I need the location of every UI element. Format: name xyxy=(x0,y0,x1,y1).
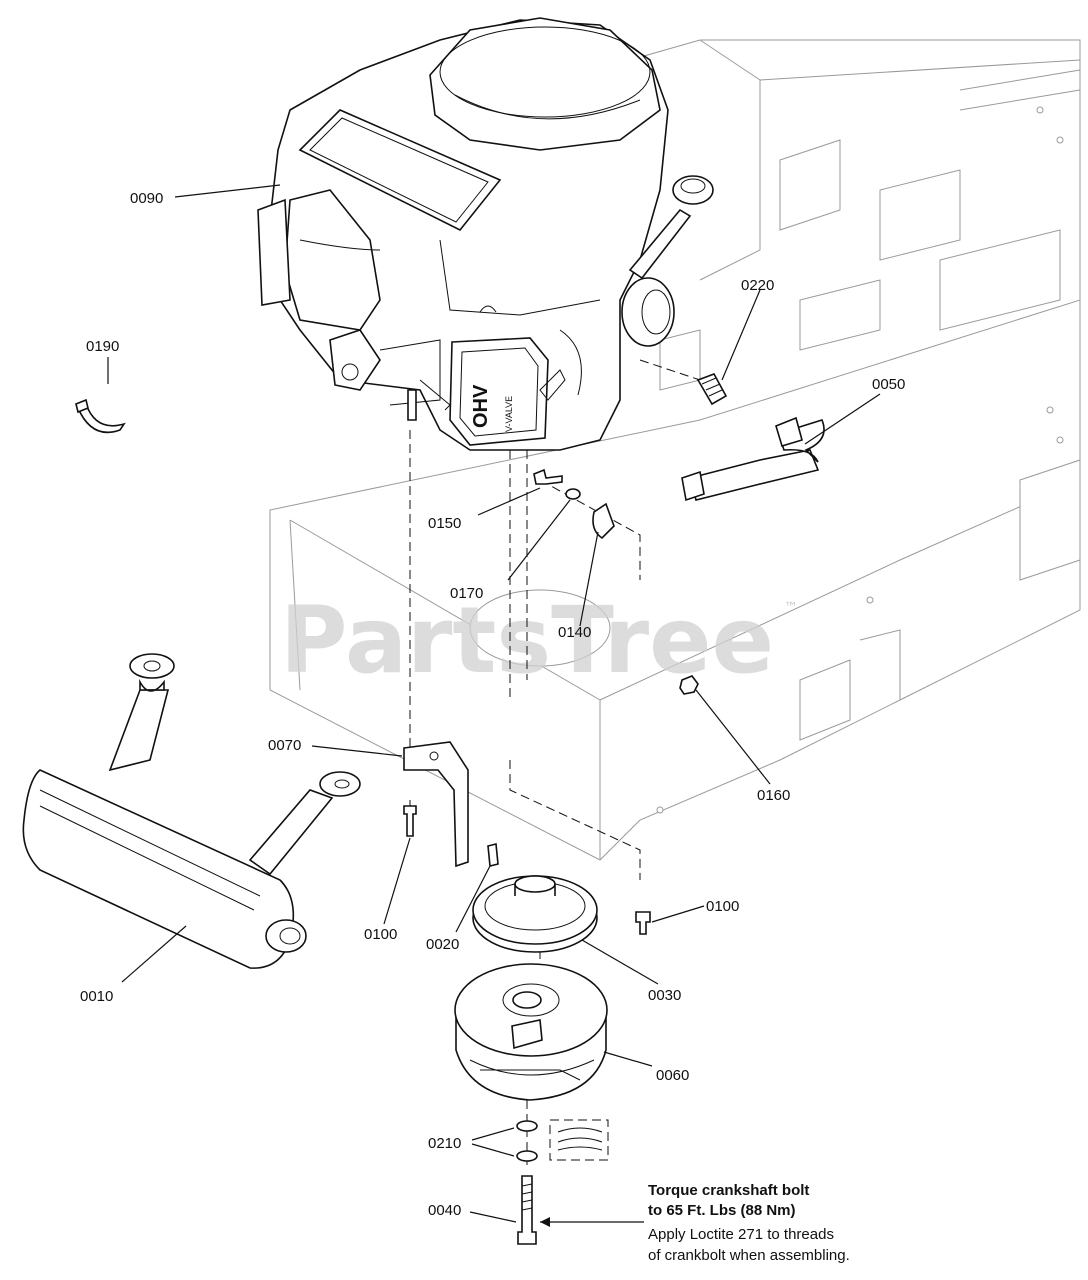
note-line-3: Apply Loctite 271 to threads xyxy=(648,1226,834,1243)
washer-part-0210 xyxy=(516,1119,609,1162)
label-0100-right[interactable]: 0100 xyxy=(706,898,739,915)
fitting-part-0220 xyxy=(696,373,728,406)
bolt-part-0100-right xyxy=(635,911,651,935)
torque-note: Torque crankshaft bolt to 65 Ft. Lbs (88… xyxy=(648,1182,850,1264)
label-0050[interactable]: 0050 xyxy=(872,376,905,393)
clamp-part-0140 xyxy=(592,502,615,540)
washer-part-0170 xyxy=(565,488,581,500)
label-0160[interactable]: 0160 xyxy=(757,787,790,804)
label-0100-left[interactable]: 0100 xyxy=(364,926,397,943)
note-line-2: to 65 Ft. Lbs (88 Nm) xyxy=(648,1202,796,1219)
hose-part-0050 xyxy=(681,416,825,502)
label-0010[interactable]: 0010 xyxy=(80,988,113,1005)
watermark-trademark: ™ xyxy=(784,600,798,616)
key-part-0020 xyxy=(487,842,499,868)
leader-lines xyxy=(107,184,881,1227)
bracket-part-0070 xyxy=(403,741,469,868)
label-0020[interactable]: 0020 xyxy=(426,936,459,953)
label-0150[interactable]: 0150 xyxy=(428,515,461,532)
note-line-4: of crankbolt when assembling. xyxy=(648,1247,850,1264)
engine-valve-mark: V-VALVE xyxy=(504,396,514,432)
label-0060[interactable]: 0060 xyxy=(656,1067,689,1084)
label-0030[interactable]: 0030 xyxy=(648,987,681,1004)
pulley-part-0030 xyxy=(472,875,598,953)
label-0210[interactable]: 0210 xyxy=(428,1135,461,1152)
label-0140[interactable]: 0140 xyxy=(558,624,591,641)
label-0070[interactable]: 0070 xyxy=(268,737,301,754)
nut-part-0160 xyxy=(679,675,699,695)
note-line-1: Torque crankshaft bolt xyxy=(648,1182,809,1199)
bolt-part-0100-left xyxy=(403,805,417,837)
bolt-part-0150 xyxy=(533,468,563,485)
label-0190[interactable]: 0190 xyxy=(86,338,119,355)
label-0220[interactable]: 0220 xyxy=(741,277,774,294)
engine-assembly xyxy=(257,17,714,451)
muffler-part-0010 xyxy=(22,653,361,969)
label-0090[interactable]: 0090 xyxy=(130,190,163,207)
label-0170[interactable]: 0170 xyxy=(450,585,483,602)
clutch-part-0060 xyxy=(454,963,608,1101)
part-labels: 0090 0190 0220 0050 0150 0170 0140 0160 … xyxy=(80,190,905,1219)
label-0040[interactable]: 0040 xyxy=(428,1202,461,1219)
watermark: PartsTree ™ xyxy=(280,587,798,694)
bolt-part-0040 xyxy=(517,1175,537,1245)
mower-frame xyxy=(269,39,1081,861)
engine-ohv-mark: OHV xyxy=(470,384,492,428)
